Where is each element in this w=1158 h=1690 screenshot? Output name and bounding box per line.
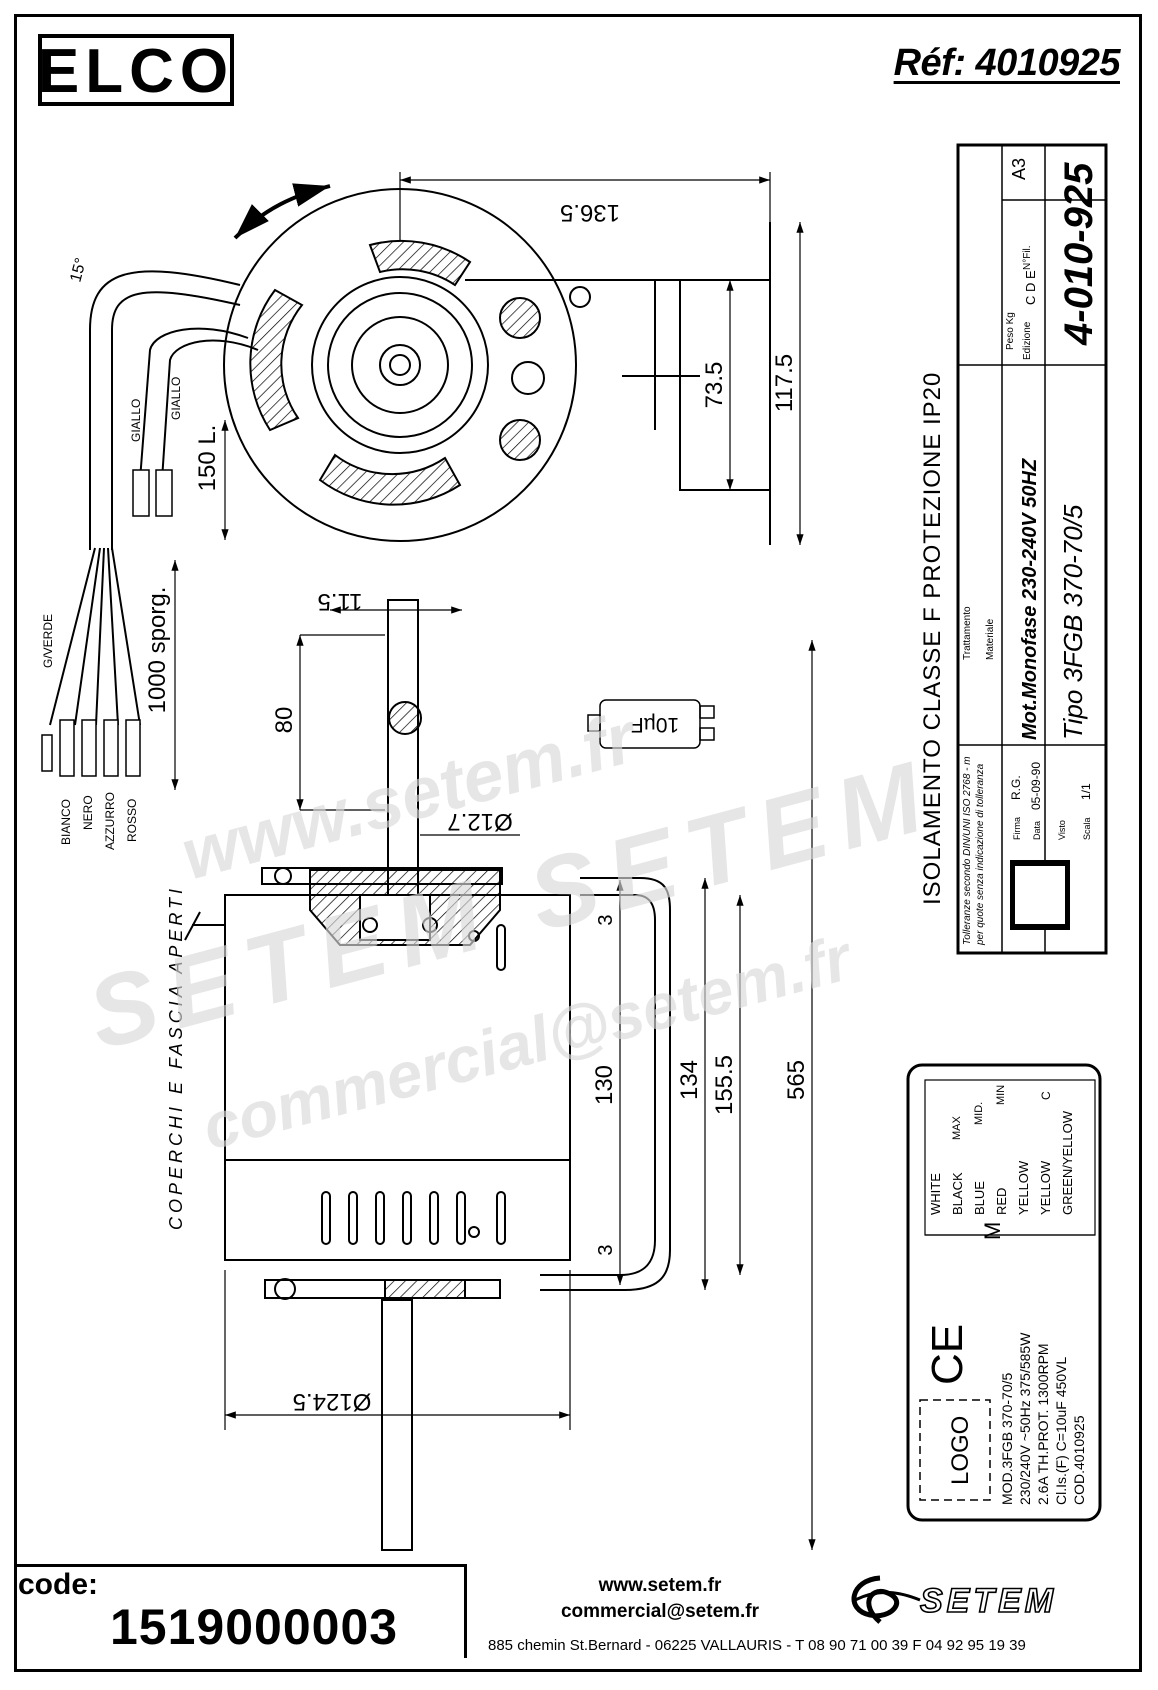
svg-text:Tolleranze secondo DIN/UNI ISO: Tolleranze secondo DIN/UNI ISO 2768 - m <box>962 756 973 945</box>
reference-number: Réf: 4010925 <box>893 42 1121 84</box>
svg-text:Mot.Monofase 230-240V 50HZ: Mot.Monofase 230-240V 50HZ <box>1019 458 1041 740</box>
side-note: COPERCHI E FASCIA APERTI <box>166 885 186 1230</box>
svg-text:MIN: MIN <box>995 1085 1007 1105</box>
svg-text:3: 3 <box>595 914 617 925</box>
side-view <box>184 599 671 1551</box>
capacitor-label: 10µF <box>631 713 679 736</box>
svg-text:136.5: 136.5 <box>560 199 620 226</box>
svg-text:Firma: Firma <box>1012 817 1022 840</box>
svg-text:NERO: NERO <box>81 795 95 830</box>
logo-placeholder: LOGO <box>947 1416 974 1485</box>
svg-text:GREEN/YELLOW: GREEN/YELLOW <box>1060 1110 1075 1215</box>
svg-text:R.G.: R.G. <box>1009 775 1023 800</box>
svg-text:MOD.3FGB 370-70/5: MOD.3FGB 370-70/5 <box>999 1373 1015 1505</box>
capacitor <box>587 699 715 749</box>
svg-text:AZZURRO: AZZURRO <box>103 792 117 850</box>
brand-name: ELCO <box>38 37 234 106</box>
svg-text:2.6A TH.PROT. 1300RPM: 2.6A TH.PROT. 1300RPM <box>1035 1343 1051 1505</box>
nameplate-text: CE LOGO MOD.3FGB 370-70/5 230/240V ~50Hz… <box>923 1324 1087 1505</box>
svg-text:230/240V ~50Hz 375/585W: 230/240V ~50Hz 375/585W <box>1017 1332 1033 1505</box>
svg-text:C: C <box>1023 296 1038 305</box>
svg-text:GIALLO: GIALLO <box>129 399 143 442</box>
svg-text:15°: 15° <box>67 256 90 284</box>
svg-text:Ø12.7: Ø12.7 <box>447 808 512 835</box>
svg-text:C: C <box>1039 1091 1053 1100</box>
svg-text:G/VERDE: G/VERDE <box>41 614 55 668</box>
svg-text:73.5: 73.5 <box>701 362 728 409</box>
svg-text:Peso Kg: Peso Kg <box>1005 312 1016 350</box>
svg-text:Data: Data <box>1032 821 1042 840</box>
svg-text:Cl.Is.(F) C=10uF 450VL: Cl.Is.(F) C=10uF 450VL <box>1053 1357 1069 1505</box>
svg-text:1/1: 1/1 <box>1079 783 1093 800</box>
wire-labels: GIALLO GIALLO G/VERDE BIANCO NERO AZZURR… <box>41 377 183 850</box>
wire-terminals <box>41 469 173 777</box>
svg-text:ISOLAMENTO CLASSE F PROTEZION: ISOLAMENTO CLASSE F PROTEZIONE IP20 <box>919 372 946 905</box>
svg-text:Materiale: Materiale <box>985 618 996 660</box>
svg-text:130: 130 <box>591 1065 618 1105</box>
svg-text:Tipo 3FGB 370-70/5: Tipo 3FGB 370-70/5 <box>1058 504 1088 740</box>
svg-text:Visto: Visto <box>1057 820 1067 840</box>
wiring-diagram: WHITE BLACK BLUE RED YELLOW YELLOW GREEN… <box>928 1085 1075 1240</box>
svg-text:155.5: 155.5 <box>711 1055 738 1115</box>
svg-text:Edizione: Edizione <box>1022 321 1033 360</box>
svg-text:11.5: 11.5 <box>318 588 363 615</box>
footer-contacts: www.setem.fr commercial@setem.fr <box>540 1573 780 1625</box>
footer-address: 885 chemin St.Bernard - 06225 VALLAURIS … <box>488 1637 1026 1654</box>
svg-text:RED: RED <box>994 1188 1009 1215</box>
svg-text:Trattamento: Trattamento <box>962 606 973 660</box>
svg-text:BIANCO: BIANCO <box>59 799 73 845</box>
email-link[interactable]: commercial@setem.fr <box>560 1601 760 1622</box>
code-box <box>14 1564 467 1658</box>
svg-text:E: E <box>1023 270 1038 279</box>
svg-text:Ø124.5: Ø124.5 <box>293 1388 372 1415</box>
svg-text:BLUE: BLUE <box>972 1181 987 1215</box>
svg-text:A3: A3 <box>1009 158 1029 180</box>
watermark: www.setem.fr SETEM SETEM commercial@sete… <box>77 697 947 1164</box>
svg-text:ROSSO: ROSSO <box>125 799 139 842</box>
code-value: 1519000003 <box>110 1599 399 1655</box>
svg-text:M: M <box>980 1222 1005 1240</box>
svg-text:MID.: MID. <box>973 1102 985 1125</box>
svg-text:COD.4010925: COD.4010925 <box>1071 1415 1087 1505</box>
front-view-dimensions <box>171 172 804 790</box>
website-link[interactable]: www.setem.fr <box>598 1575 722 1596</box>
svg-text:GIALLO: GIALLO <box>169 377 183 420</box>
front-view-dimension-labels: 136.5 73.5 117.5 150 L. 1000 sporg. 15° <box>67 199 798 713</box>
elco-logo: ELCO <box>38 34 234 106</box>
svg-text:per quote senza indicazione di: per quote senza indicazione di tolleranz… <box>975 763 986 946</box>
code-label: code: <box>18 1568 99 1601</box>
side-view-dimensions <box>224 606 816 1550</box>
svg-text:MAX: MAX <box>951 1116 963 1141</box>
svg-text:BLACK: BLACK <box>950 1172 965 1215</box>
svg-text:SETEM: SETEM <box>920 1582 1057 1620</box>
svg-text:4-010-925: 4-010-925 <box>1057 162 1101 346</box>
svg-text:D: D <box>1023 283 1038 292</box>
svg-text:117.5: 117.5 <box>771 354 798 412</box>
svg-text:N°Fil.: N°Fil. <box>1022 245 1033 270</box>
svg-text:Scala: Scala <box>1082 817 1092 840</box>
title-block: ISOLAMENTO CLASSE F PROTEZIONE IP20 Toll… <box>919 143 1108 955</box>
svg-text:YELLOW: YELLOW <box>1038 1160 1053 1215</box>
cable-bundle <box>49 270 259 726</box>
drawing-sheet <box>14 14 1142 1672</box>
svg-text:80: 80 <box>271 707 298 734</box>
nameplate-panel <box>906 1063 1102 1522</box>
svg-text:565: 565 <box>783 1060 810 1100</box>
svg-text:1000 sporg.: 1000 sporg. <box>144 587 171 714</box>
setem-logo: SETEM <box>851 1575 1057 1624</box>
side-view-dimension-labels: 11.5 80 Ø12.7 3 3 130 134 155.5 565 Ø124… <box>271 588 810 1415</box>
svg-text:WHITE: WHITE <box>928 1173 943 1215</box>
front-view <box>223 183 771 545</box>
svg-text:150 L.: 150 L. <box>194 425 221 492</box>
ce-mark: CE <box>923 1324 972 1385</box>
svg-text:YELLOW: YELLOW <box>1016 1160 1031 1215</box>
svg-text:05-09-90: 05-09-90 <box>1029 762 1043 810</box>
svg-text:3: 3 <box>595 1244 617 1255</box>
svg-text:134: 134 <box>676 1060 703 1100</box>
